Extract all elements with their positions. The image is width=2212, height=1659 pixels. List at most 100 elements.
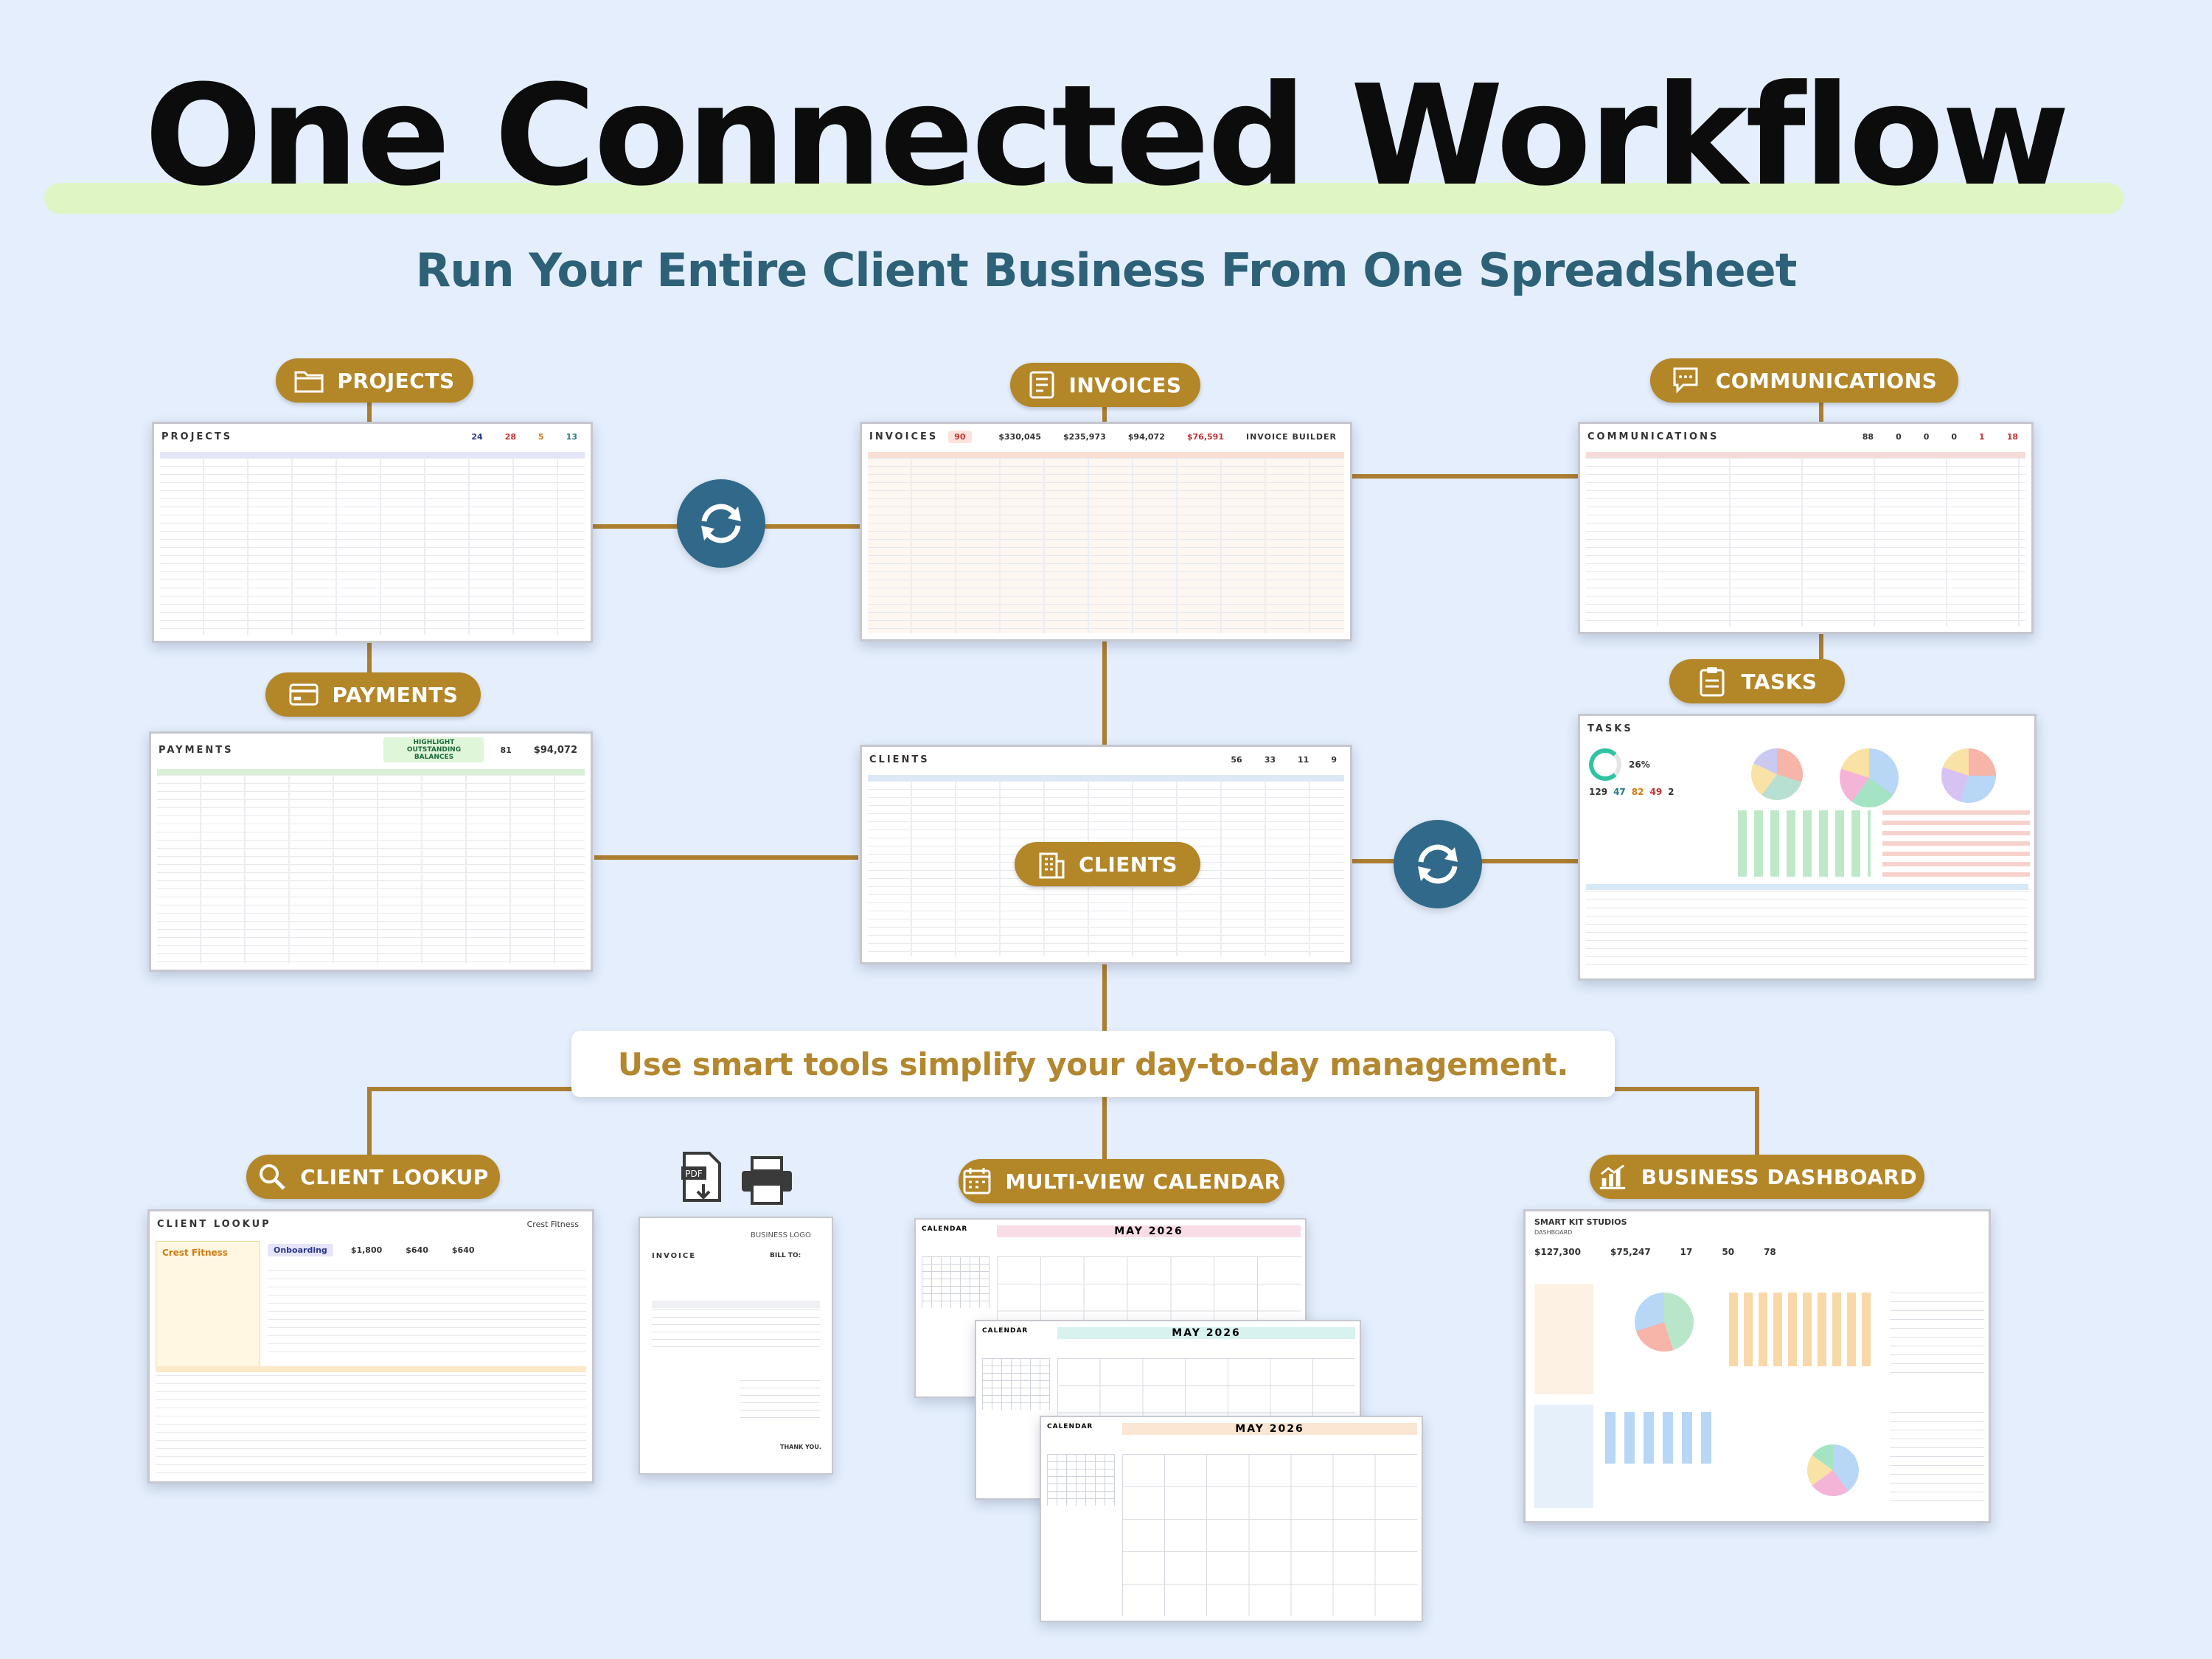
clipboard-icon <box>1697 666 1728 697</box>
table-header <box>868 775 1344 781</box>
invoice-items-header <box>652 1301 820 1308</box>
communications-stat: 88 <box>1862 431 1874 442</box>
calendar-icon <box>962 1166 992 1197</box>
tasks-stat: 129 <box>1589 787 1608 797</box>
table-columns <box>1586 458 2025 626</box>
upcoming-invoices-list <box>1890 1293 1984 1374</box>
communications-stat: 18 <box>2006 431 2018 442</box>
clients-label-text: CLIENTS <box>1078 852 1178 877</box>
clients-stat: 56 <box>1231 754 1242 765</box>
calendar-sheet-title: CALENDAR <box>922 1225 968 1233</box>
calendar-grid[interactable] <box>1122 1454 1417 1616</box>
dashboard-sheet[interactable]: SMART KIT STUDIOS DASHBOARD $127,300 $75… <box>1523 1209 1991 1523</box>
communications-label[interactable]: COMMUNICATIONS <box>1650 358 1958 403</box>
table-columns <box>868 458 1344 633</box>
communications-stat: 0 <box>1896 431 1902 442</box>
projects-stat: 13 <box>566 431 577 442</box>
magnifier-icon <box>257 1161 287 1192</box>
connector <box>1755 1087 1759 1155</box>
tasks-stat: 47 <box>1613 787 1626 797</box>
communications-sheet-title: COMMUNICATIONS <box>1587 431 1719 442</box>
mini-month[interactable] <box>922 1256 990 1308</box>
payments-sheet-title: PAYMENTS <box>159 744 234 756</box>
connector <box>367 1087 574 1091</box>
sync-icon <box>1394 820 1482 908</box>
table-header <box>1586 452 2025 458</box>
communications-stat: 0 <box>1923 431 1930 442</box>
folder-icon <box>294 365 324 396</box>
mini-month[interactable] <box>1047 1454 1115 1506</box>
invoice-template-thank-you: THANK YOU. <box>780 1444 821 1450</box>
communications-sheet[interactable]: COMMUNICATIONS 88 0 0 0 1 18 <box>1578 422 2034 634</box>
tasks-stat: 82 <box>1631 787 1644 797</box>
invoices-sheet[interactable]: INVOICES 90 $330,045 $235,973 $94,072 $7… <box>860 422 1352 641</box>
highlight-outstanding-toggle[interactable]: HIGHLIGHT OUTSTANDING BALANCES <box>383 737 484 762</box>
client-lookup-label[interactable]: CLIENT LOOKUP <box>246 1155 500 1199</box>
tasks-stat: 2 <box>1668 787 1674 797</box>
invoices-stat: $76,591 <box>1186 431 1224 442</box>
progress-ring <box>1589 748 1621 781</box>
invoice-template-bill-to: BILL TO: <box>770 1252 801 1259</box>
invoice-template-title: INVOICE <box>652 1252 697 1260</box>
search-client-panel[interactable] <box>1890 1412 1984 1508</box>
clients-panel <box>1534 1405 1593 1508</box>
clients-stat: 9 <box>1331 754 1337 765</box>
dashboard-sub: DASHBOARD <box>1534 1229 1573 1236</box>
calendar-view[interactable]: CALENDAR MAY 2026 <box>1040 1416 1423 1622</box>
printer-icon[interactable] <box>739 1155 795 1206</box>
tasks-sheet[interactable]: TASKS 26% 129 47 82 49 2 <box>1578 714 2037 981</box>
table-columns <box>157 775 585 964</box>
connector <box>367 1087 372 1155</box>
table-header <box>868 452 1344 458</box>
communications-label-text: COMMUNICATIONS <box>1715 368 1938 393</box>
clients-label[interactable]: CLIENTS <box>1015 842 1200 886</box>
client-source-pie <box>1807 1444 1859 1496</box>
invoice-totals <box>740 1380 820 1425</box>
client-card: Crest Fitness <box>156 1241 260 1368</box>
subheadline: Run Your Entire Client Business From One… <box>415 243 1798 297</box>
invoice-template[interactable]: INVOICE BUSINESS LOGO BILL TO: THANK YOU… <box>639 1217 833 1475</box>
dashboard-stat: 78 <box>1764 1247 1776 1257</box>
pdf-download-icon[interactable]: PDF <box>681 1150 726 1203</box>
tasks-sheet-title: TASKS <box>1587 723 1633 734</box>
payments-sheet[interactable]: PAYMENTS HIGHLIGHT OUTSTANDING BALANCES … <box>149 731 593 972</box>
calendar-month: MAY 2026 <box>1057 1327 1355 1339</box>
client-type-bar-chart <box>1605 1412 1716 1464</box>
connector <box>1102 964 1107 1031</box>
invoice-items <box>652 1310 820 1354</box>
projects-label[interactable]: PROJECTS <box>276 358 473 403</box>
projects-sheet[interactable]: PROJECTS 24 28 5 13 <box>152 422 593 643</box>
table-header <box>157 769 585 775</box>
clients-stat: 11 <box>1298 754 1310 765</box>
tasks-label[interactable]: TASKS <box>1669 659 1845 703</box>
connector <box>367 641 372 678</box>
invoice-builder-title: INVOICE BUILDER <box>1245 431 1337 442</box>
sync-icon <box>677 479 765 568</box>
invoice-icon <box>1029 369 1055 400</box>
priority-pie-chart <box>1751 748 1803 800</box>
client-name[interactable]: Crest Fitness <box>526 1219 579 1229</box>
calendar-sheet-title: CALENDAR <box>982 1327 1029 1335</box>
calendar-month: MAY 2026 <box>997 1225 1301 1237</box>
invoices-label[interactable]: INVOICES <box>1010 363 1200 407</box>
invoices-stat: $330,045 <box>998 431 1041 442</box>
invoices-stat: $94,072 <box>1127 431 1165 442</box>
chat-icon <box>1672 365 1703 396</box>
monthly-revenue-chart <box>1729 1293 1877 1366</box>
client-stage: Onboarding <box>268 1244 333 1256</box>
invoices-sheet-title: INVOICES <box>869 431 939 442</box>
invoices-stat: $235,973 <box>1063 431 1106 442</box>
invoices-stat: 90 <box>948 430 972 443</box>
payments-label[interactable]: PAYMENTS <box>265 672 481 717</box>
client-lookup-stat: $640 <box>406 1245 428 1255</box>
business-dashboard-label[interactable]: BUSINESS DASHBOARD <box>1590 1155 1924 1199</box>
client-lookup-sheet[interactable]: CLIENT LOOKUP Crest Fitness Crest Fitnes… <box>147 1209 594 1484</box>
dashboard-stat: $127,300 <box>1534 1247 1582 1257</box>
mini-month[interactable] <box>982 1358 1050 1410</box>
table-header <box>160 452 585 458</box>
calendar-label[interactable]: MULTI-VIEW CALENDAR <box>959 1159 1284 1203</box>
table-header <box>1586 884 2028 890</box>
projects-stat: 28 <box>504 431 517 442</box>
invoice-template-logo: BUSINESS LOGO <box>751 1231 811 1239</box>
communications-stat: 0 <box>1951 431 1958 442</box>
